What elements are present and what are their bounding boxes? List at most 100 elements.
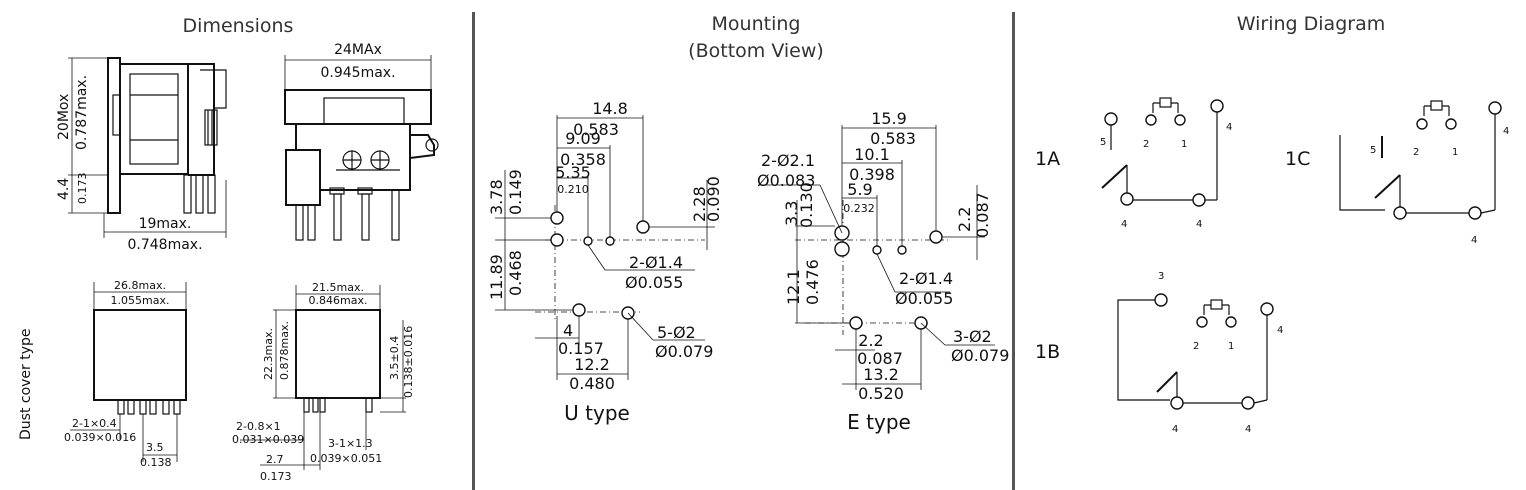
u-d4: 4 [563,321,573,340]
u-hole-4 [605,236,615,246]
dc2-p3-mm: 2.7 [266,453,284,466]
pin-length-in: 0.173 [76,173,89,205]
dc1-pitch-mm: 3.5 [146,441,164,454]
e-d0583: 0.583 [870,129,916,148]
e-hole14-mm: 2-Ø1.4 [899,269,953,288]
e-d121: 12.1 [784,269,803,305]
u-d0210: 0.210 [557,183,589,196]
e-d0087v: 0.087 [973,192,992,238]
dust-cover-front [70,282,187,462]
wiring-1c-pin-4b: 4 [1471,235,1477,246]
wiring-1b-pin-4a: 4 [1277,325,1283,336]
wiring-1a-pin-4b: 4 [1121,219,1127,230]
top-width-in: 0.945max. [320,65,395,81]
e-hole2-mm: 3-Ø2 [953,327,992,346]
height-in: 0.787max. [74,75,90,150]
e-d132: 13.2 [863,365,899,384]
u-hole-2 [550,233,564,247]
e-d22v: 2.2 [955,207,974,232]
e-d22h: 2.2 [858,331,883,350]
dc1-width-mm: 26.8max. [114,279,166,292]
u-d0157: 0.157 [558,339,604,358]
u-hole-5 [636,220,650,234]
e-type-drawing [758,125,995,390]
wiring-1c-pin-4a: 4 [1503,126,1509,137]
e-hole14-in: Ø0.055 [895,289,953,308]
dc1-pitch-in: 0.138 [140,456,172,469]
dc2-pin-mm: 3.5±0.4 [388,336,401,380]
e-d0130: 0.130 [797,182,816,228]
width-mm: 19max. [139,216,192,232]
dc2-p1-in: 0.031×0.039 [232,433,304,446]
u-d535: 5.35 [555,163,591,182]
wiring-1b-label: 1B [1035,341,1060,363]
e-hole-5 [929,230,943,244]
u-type-label: U type [564,401,630,425]
dc1-width-in: 1.055max. [111,294,170,307]
e-hole-4 [897,245,907,255]
u-d0090: 0.090 [704,176,723,222]
e-type-label: E type [847,410,911,434]
e-d0398: 0.398 [849,165,895,184]
u-d0583: 0.583 [573,120,619,139]
dc2-p1-mm: 2-0.8×1 [236,420,281,433]
wiring-1b-diagram [1117,293,1274,410]
wiring-1b-pin-4b: 4 [1172,424,1178,435]
wiring-1c-label: 1C [1285,148,1310,170]
u-hole-6 [572,303,586,317]
wiring-1c-pin-1: 1 [1452,147,1458,158]
pin-length-mm: 4.4 [56,178,72,200]
relay-side-view [68,57,227,238]
wiring-1b-pin-1: 1 [1228,341,1234,352]
e-d0476: 0.476 [803,259,822,305]
u-hole14-mm: 2-Ø1.4 [629,253,683,272]
height-mm: 20Mox [56,94,72,140]
u-hole-1 [550,211,564,225]
u-hole-3 [583,236,593,246]
u-d0468: 0.468 [506,250,525,296]
mounting-panel: Mounting (Bottom View) [475,0,1013,490]
dust-cover-side [240,285,406,470]
wiring-1a-pin-5: 5 [1100,137,1106,148]
top-width-mm: 24MAx [334,42,382,58]
wiring-1a-label: 1A [1035,148,1060,170]
wiring-1c-pin-2: 2 [1413,147,1419,158]
e-d59: 5.9 [847,180,872,199]
wiring-title: Wiring Diagram [1237,13,1385,35]
dimensions-title: Dimensions [183,15,294,37]
e-d159: 15.9 [871,109,907,128]
relay-front-view [284,55,439,241]
dc2-p2-mm: 3-1×1.3 [328,437,373,450]
dc2-p3-in: 0.173 [260,470,292,483]
u-hole2-in: Ø0.079 [655,342,713,361]
e-hole21-in: Ø0.083 [757,171,815,190]
wiring-1a-pin-4c: 4 [1196,219,1202,230]
mounting-subtitle: (Bottom View) [688,40,824,62]
dimensions-panel: Dimensions 20Mox 0.787max. 4.4 0.173 19m… [0,0,473,490]
u-hole14-in: Ø0.055 [625,273,683,292]
wiring-1b-pin-4c: 4 [1245,424,1251,435]
dc1-pin-in: 0.039×0.016 [64,431,136,444]
mounting-drawing: Mounting (Bottom View) [487,13,1009,434]
divider-left [472,12,475,490]
e-d0520: 0.520 [858,384,904,403]
dc1-pin-mm: 2-1×0.4 [72,417,117,430]
u-d122: 12.2 [574,355,610,374]
dc2-height-in: 0.878max. [278,321,291,380]
u-d148: 14.8 [592,99,628,118]
dc2-width-mm: 21.5max. [312,281,364,294]
u-d0480: 0.480 [569,374,615,393]
e-d0087h: 0.087 [857,349,903,368]
dimensions-drawing: Dimensions 20Mox 0.787max. 4.4 0.173 19m… [18,15,439,483]
dc2-width-in: 0.846max. [309,294,368,307]
u-d0358: 0.358 [560,150,606,169]
wiring-1a-pin-1: 1 [1181,139,1187,150]
wiring-panel: Wiring Diagram 1A 5 2 1 4 4 4 1C [1015,0,1526,490]
wiring-1b-pin-3: 3 [1158,271,1164,282]
divider-right [1012,12,1015,490]
e-hole-6 [849,316,863,330]
e-hole-3 [872,245,882,255]
dc2-p2-in: 0.039×0.051 [310,452,382,465]
u-type-drawing [495,115,715,380]
e-hole21-mm: 2-Ø2.1 [761,151,815,170]
